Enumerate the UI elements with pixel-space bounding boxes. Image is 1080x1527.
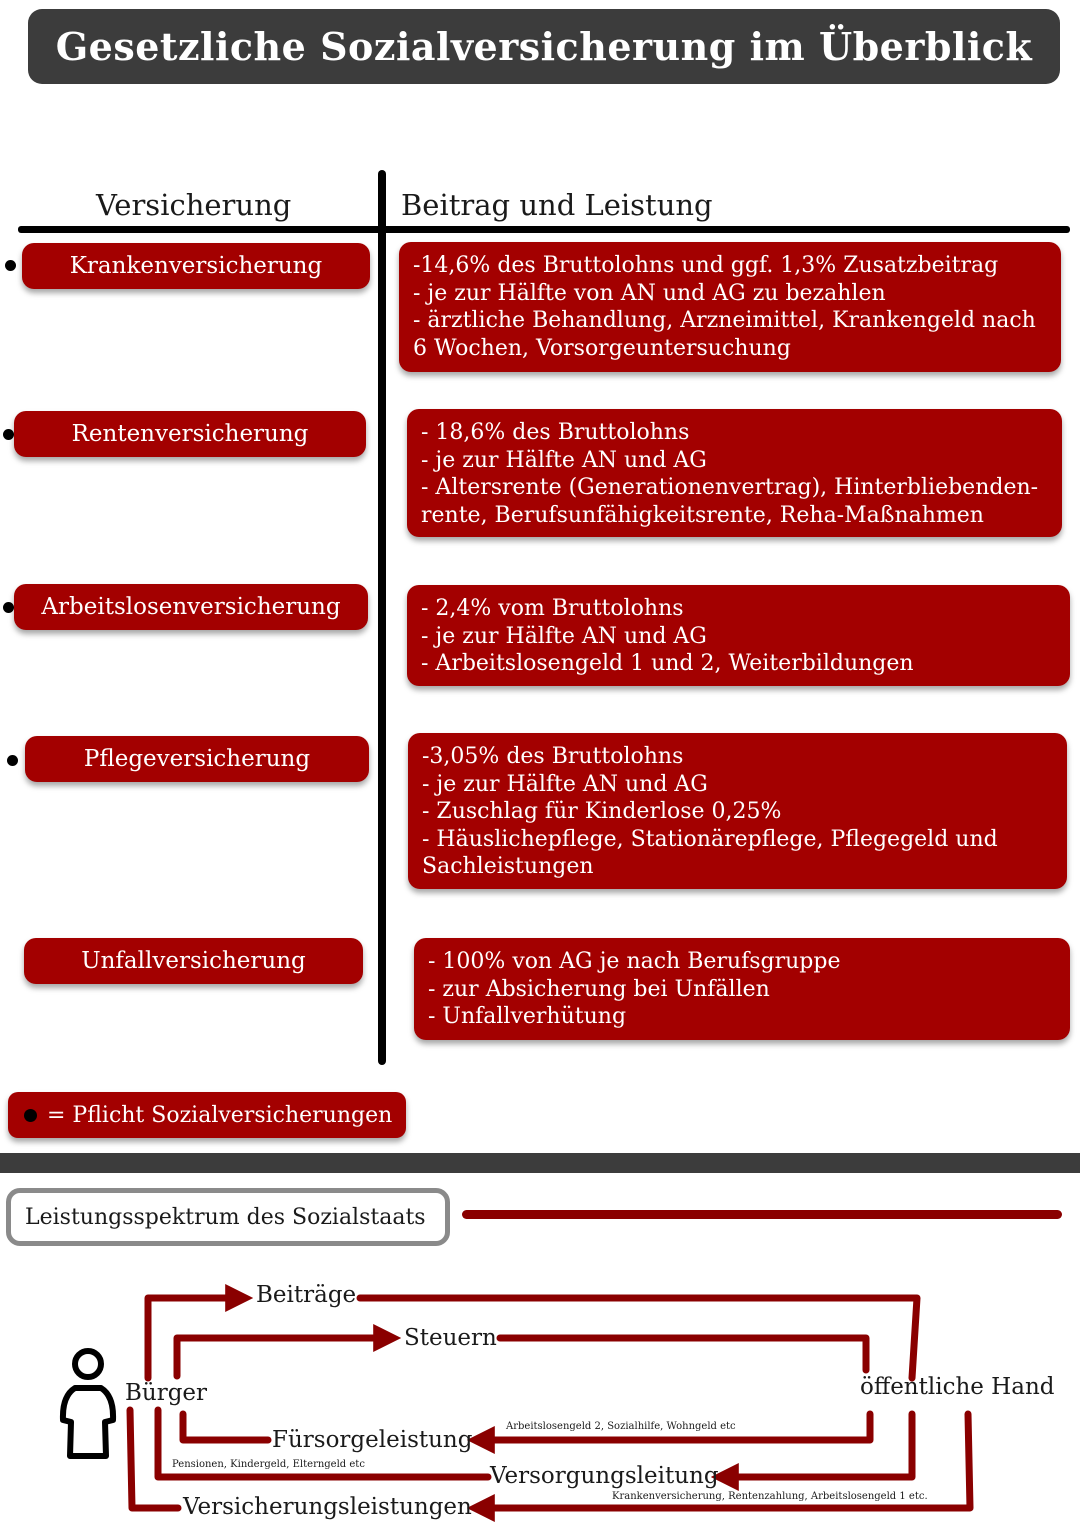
detail-line: - 2,4% vom Bruttolohns	[421, 596, 684, 621]
insurance-name-arbeitslosen: Arbeitslosenversicherung	[14, 584, 368, 630]
label-oeffentliche-hand: öffentliche Hand	[860, 1374, 1055, 1400]
flow-line-fuersorge-from-public	[466, 1410, 874, 1454]
legend-dot-icon	[24, 1108, 37, 1122]
mandatory-dot	[5, 260, 16, 271]
label-steuern: Steuern	[404, 1325, 497, 1351]
detail-line: 6 Wochen, Vorsorgeuntersuchung	[413, 335, 791, 361]
insurance-name-unfall: Unfallversicherung	[24, 938, 363, 984]
detail-line: - je zur Hälfte AN und AG	[421, 623, 707, 649]
flow-line-fuersorge-to-buerger	[179, 1410, 272, 1444]
insurance-name-pflege: Pflegeversicherung	[25, 736, 369, 782]
detail-line: - ärztliche Behandlung, Arzneimittel, Kr…	[413, 308, 1036, 333]
detail-line: - 18,6% des Bruttolohns	[421, 420, 690, 445]
label-versorgungsleitung: Versorgungsleitung	[490, 1463, 719, 1489]
flow-line-versicherung-to-buerger	[126, 1406, 182, 1512]
section-separator	[0, 1153, 1080, 1173]
label-buerger: Bürger	[125, 1380, 208, 1406]
detail-line: - Zuschlag für Kinderlose 0,25%	[422, 799, 782, 824]
flow-arrow-beitraege	[144, 1284, 254, 1382]
mandatory-dot	[7, 755, 18, 766]
page-title: Gesetzliche Sozialversicherung im Überbl…	[55, 24, 1033, 69]
table-vertical-divider	[378, 170, 386, 1065]
flow-line-steuern-to-public	[496, 1334, 870, 1374]
section-title: Leistungsspektrum des Sozialstaats	[25, 1204, 426, 1230]
detail-line: -3,05% des Bruttolohns	[422, 744, 684, 769]
detail-line: - Altersrente (Generationenvertrag), Hin…	[421, 475, 1039, 500]
label-fuersorgeleistung: Fürsorgeleistung	[272, 1427, 473, 1453]
flow-line-versorgung-to-buerger	[154, 1406, 492, 1481]
detail-line: -14,6% des Bruttolohns und ggf. 1,3% Zus…	[413, 253, 999, 278]
label-versicherungsleistungen: Versicherungsleistungen	[183, 1494, 472, 1520]
detail-line: Sachleistungen	[422, 854, 594, 879]
column-header-beitrag-leistung: Beitrag und Leistung	[401, 188, 713, 222]
note-versicherungsleistungen: Krankenversicherung, Rentenzahlung, Arbe…	[612, 1491, 928, 1502]
insurance-name-kranken: Krankenversicherung	[22, 243, 370, 289]
insurance-details-pflege: -3,05% des Bruttolohns - je zur Hälfte A…	[408, 733, 1067, 889]
detail-line: - Häuslichepflege, Stationärepflege, Pfl…	[422, 826, 998, 852]
flow-line-versicherung-from-public	[466, 1410, 974, 1522]
detail-line: - je zur Hälfte AN und AG	[421, 447, 707, 473]
detail-line: - je zur Hälfte von AN und AG zu bezahle…	[413, 280, 886, 306]
section-title-rule	[462, 1210, 1062, 1219]
flow-arrow-steuern	[173, 1324, 402, 1380]
title-banner: Gesetzliche Sozialversicherung im Überbl…	[28, 9, 1060, 84]
legend-mandatory: = Pflicht Sozialversicherungen	[8, 1092, 406, 1138]
flow-diagram	[59, 1284, 974, 1522]
detail-line: - 100% von AG je nach Berufsgruppe	[428, 949, 841, 974]
note-versorgungsleitung: Pensionen, Kindergeld, Elterngeld etc	[172, 1459, 365, 1470]
mandatory-dot	[3, 429, 14, 440]
detail-line: rente, Berufsunfähigkeitsrente, Reha-Maß…	[421, 502, 984, 528]
detail-line: - Unfallverhütung	[428, 1004, 627, 1029]
flow-line-beitraege-to-public	[356, 1294, 921, 1382]
insurance-details-arbeitslosen: - 2,4% vom Bruttolohns - je zur Hälfte A…	[407, 585, 1070, 686]
person-icon	[59, 1348, 117, 1459]
insurance-name-renten: Rentenversicherung	[14, 411, 366, 457]
detail-line: - je zur Hälfte AN und AG	[422, 771, 708, 797]
column-header-versicherung: Versicherung	[96, 188, 292, 222]
section-title-box: Leistungsspektrum des Sozialstaats	[6, 1188, 450, 1246]
detail-line: - zur Absicherung bei Unfällen	[428, 976, 770, 1002]
table-horizontal-divider	[18, 226, 1070, 233]
legend-text: = Pflicht Sozialversicherungen	[47, 1102, 393, 1128]
label-beitraege: Beiträge	[256, 1282, 357, 1308]
insurance-details-kranken: -14,6% des Bruttolohns und ggf. 1,3% Zus…	[399, 242, 1061, 372]
insurance-details-unfall: - 100% von AG je nach Berufsgruppe - zur…	[414, 938, 1070, 1040]
mandatory-dot	[3, 602, 14, 613]
insurance-details-renten: - 18,6% des Bruttolohns - je zur Hälfte …	[407, 409, 1062, 537]
flow-line-versorgung-from-public	[710, 1410, 916, 1491]
detail-line: - Arbeitslosengeld 1 und 2, Weiterbildun…	[421, 651, 914, 676]
note-fuersorgeleistung: Arbeitslosengeld 2, Sozialhilfe, Wohngel…	[506, 1421, 736, 1432]
